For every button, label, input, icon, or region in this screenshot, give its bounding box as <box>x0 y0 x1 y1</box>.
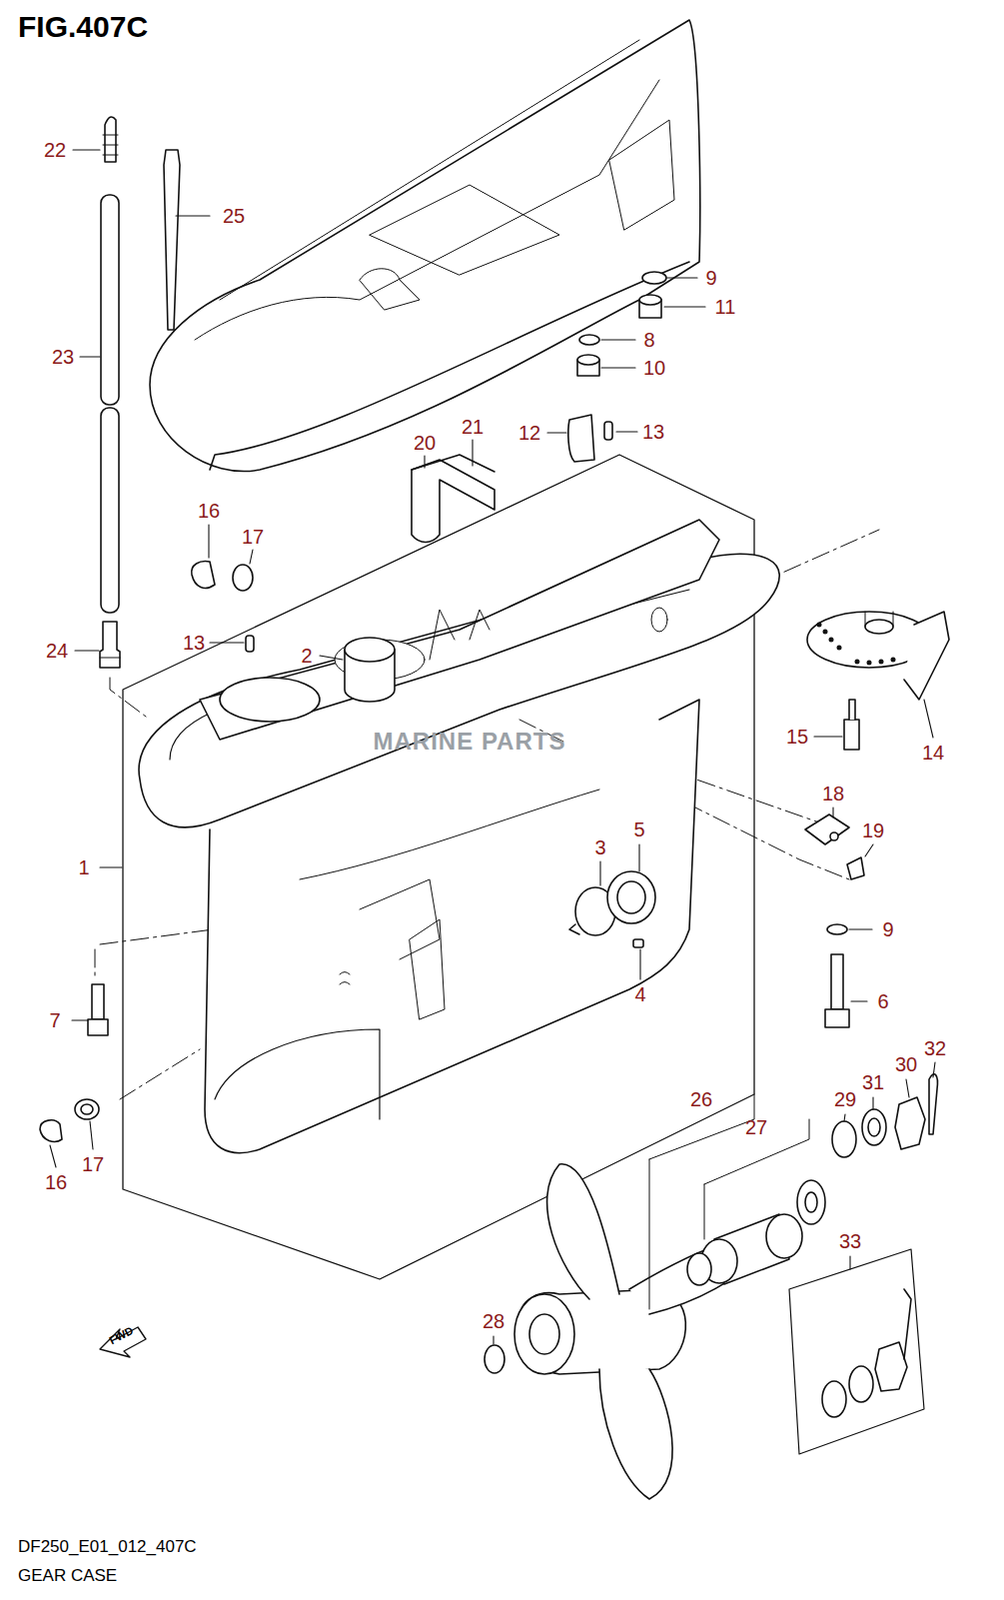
callout-number: 22 <box>43 139 66 160</box>
callout-number: 25 <box>222 205 245 226</box>
callout-number: 17 <box>81 1153 104 1174</box>
callout-number: 2 <box>300 645 312 666</box>
callout-number: 32 <box>924 1037 947 1058</box>
callout-number: 14 <box>922 742 945 763</box>
callout-number: 26 <box>690 1088 713 1109</box>
callout-number: 13 <box>182 632 205 653</box>
callout-number: 7 <box>48 1009 60 1030</box>
callout-number: 12 <box>518 422 541 443</box>
callout-number: 24 <box>45 640 68 661</box>
callout-number: 11 <box>715 296 737 317</box>
callout-number: 9 <box>882 919 894 940</box>
callout-number: 17 <box>241 526 264 547</box>
callout-number: 23 <box>51 346 74 367</box>
callout-number: 8 <box>643 329 655 350</box>
callout-number: 20 <box>413 432 436 453</box>
callout-number: 13 <box>642 421 665 442</box>
callout-number: 10 <box>643 357 666 378</box>
callout-number: 16 <box>197 500 220 521</box>
callout-number: 16 <box>44 1171 67 1192</box>
callout-number: 28 <box>482 1310 505 1331</box>
callout-number: 29 <box>834 1088 857 1109</box>
callout-number: 31 <box>862 1071 885 1092</box>
callout-number: 30 <box>895 1053 918 1074</box>
watermark: MARINE PARTS <box>373 729 567 754</box>
figure-title: FIG.407C <box>17 11 148 42</box>
callout-number: 27 <box>745 1116 768 1137</box>
callout-number: 18 <box>822 783 845 804</box>
figure-caption: GEAR CASE <box>17 1566 117 1584</box>
callout-number: 19 <box>862 820 885 841</box>
callout-number: 33 <box>839 1230 862 1251</box>
callout-number: 15 <box>786 726 809 747</box>
drawing-code: DF250_E01_012_407C <box>17 1537 197 1555</box>
callout-number: 21 <box>461 416 484 437</box>
callout-number: 1 <box>77 857 89 878</box>
callout-number: 9 <box>705 267 717 288</box>
callout-number: 6 <box>877 991 889 1011</box>
callout-number: 3 <box>594 837 606 858</box>
callout-number: 5 <box>633 819 645 840</box>
callout-number: 4 <box>634 984 646 1004</box>
